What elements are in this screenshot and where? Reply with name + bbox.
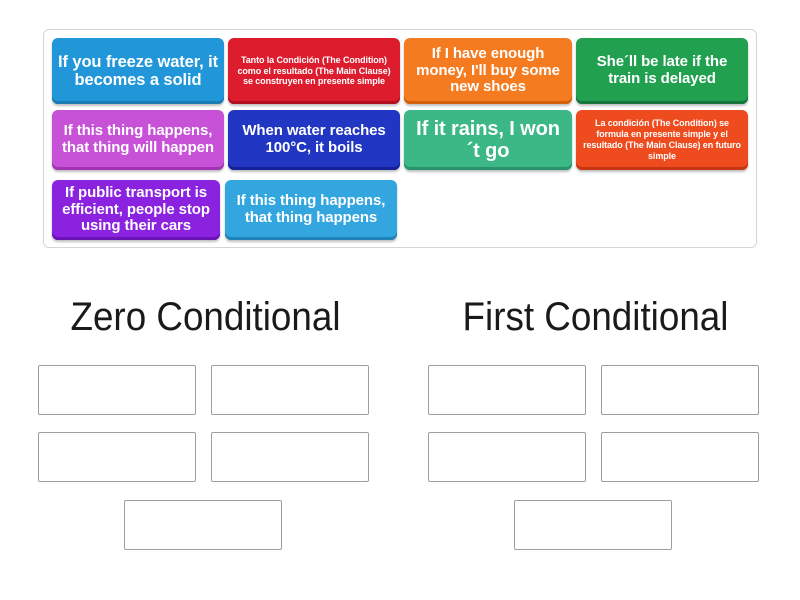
word-tile[interactable]: If public transport is efficient, people… (52, 180, 220, 240)
word-tile-label: She´ll be late if the train is delayed (596, 53, 728, 87)
word-tile[interactable]: La condición (The Condition) se formula … (576, 110, 748, 170)
word-tile[interactable]: When water reaches 100°C, it boils (228, 110, 400, 170)
word-tile-label: La condición (The Condition) se formula … (583, 118, 741, 161)
column-heading: First Conditional (462, 295, 729, 339)
drop-zone[interactable] (428, 365, 586, 415)
word-tile[interactable]: If you freeze water, it becomes a solid (52, 38, 224, 104)
column-heading: Zero Conditional (70, 295, 341, 339)
drop-zone[interactable] (124, 500, 282, 550)
word-tile[interactable]: She´ll be late if the train is delayed (576, 38, 748, 104)
word-tile[interactable]: If this thing happens, that thing will h… (52, 110, 224, 170)
word-tile[interactable]: Tanto la Condición (The Condition) como … (228, 38, 400, 104)
word-tile-label: Tanto la Condición (The Condition) como … (237, 54, 391, 87)
drop-zone[interactable] (514, 500, 672, 550)
word-tile[interactable]: If this thing happens, that thing happen… (225, 180, 397, 240)
drop-zone[interactable] (211, 432, 369, 482)
word-tile-label: If public transport is efficient, people… (62, 183, 210, 235)
drop-zone[interactable] (601, 365, 759, 415)
drop-zone[interactable] (211, 365, 369, 415)
word-tile-label: If you freeze water, it becomes a solid (58, 52, 219, 89)
word-tile-label: If this thing happens, that thing will h… (62, 122, 214, 156)
drop-zone[interactable] (601, 432, 759, 482)
word-tile-label: If this thing happens, that thing happen… (236, 192, 386, 226)
drop-zone[interactable] (38, 365, 196, 415)
drop-zone[interactable] (428, 432, 586, 482)
drop-zone[interactable] (38, 432, 196, 482)
word-tile-label: If it rains, I won´t go (416, 117, 560, 162)
word-tile[interactable]: If it rains, I won´t go (404, 110, 572, 170)
word-tile-label: If I have enough money, I'll buy some ne… (416, 44, 560, 96)
word-tile-label: When water reaches 100°C, it boils (242, 122, 386, 156)
word-tile[interactable]: If I have enough money, I'll buy some ne… (404, 38, 572, 104)
